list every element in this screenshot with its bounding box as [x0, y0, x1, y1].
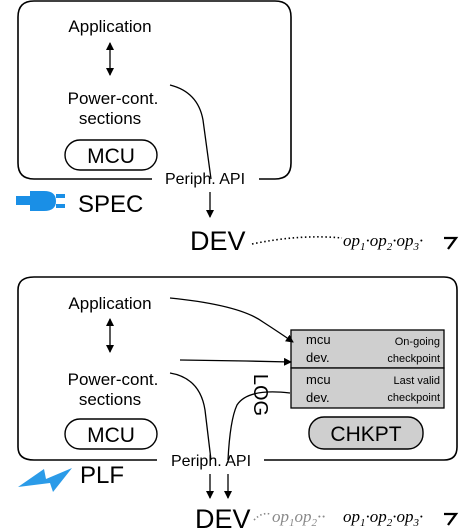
checkpoint-last-desc2: checkpoint — [387, 392, 440, 404]
spec-mode-label: SPEC — [78, 191, 143, 218]
plf-periph-api-label: Periph. API — [171, 453, 251, 470]
plf-trace-dotted-curve — [253, 512, 271, 521]
checkpoint-last-mcu: mcu — [306, 372, 331, 387]
plf-trace-end-icon — [444, 512, 459, 526]
checkpoint-ongoing-dev: dev. — [306, 350, 330, 365]
checkpoint-last-desc1: Last valid — [394, 375, 440, 387]
plf-power-to-ongoing-arrow — [179, 357, 292, 366]
spec-periph-api-label: Periph. API — [165, 171, 245, 188]
plf-application-label: Application — [68, 294, 151, 313]
plf-mcu-label: MCU — [87, 424, 135, 447]
checkpoint-ongoing-desc2: checkpoint — [387, 353, 440, 365]
plf-panel: Application Power-cont. sections MCU mcu… — [17, 276, 459, 531]
plf-mcu-box — [64, 418, 158, 450]
plf-panel-frame — [17, 276, 458, 461]
spec-panel: Application Power-cont. sections MCU Per… — [16, 0, 459, 256]
spec-device-label: DEV — [190, 226, 246, 256]
plf-power-to-api-line — [169, 372, 212, 461]
plf-last-valid-to-api-line — [227, 391, 291, 461]
plf-mode-label: PLF — [80, 462, 124, 489]
spec-mcu-label: MCU — [87, 145, 135, 168]
checkpoint-ongoing-desc1: On-going — [395, 336, 440, 348]
spec-panel-frame — [17, 0, 292, 180]
spec-trace-ops: op1·op2·op3· — [343, 231, 423, 253]
plf-chkpt-box — [308, 416, 424, 450]
spec-application-label: Application — [68, 17, 151, 36]
plf-app-to-ongoing-arrow — [169, 297, 294, 343]
checkpoint-last-valid-box — [290, 367, 445, 409]
lightning-bolt-icon — [18, 468, 72, 492]
power-plug-icon — [16, 191, 65, 211]
checkpoint-ongoing: mcu dev. On-going checkpoint — [290, 329, 445, 369]
plf-trace-ops: op1·op2·op3· — [343, 507, 423, 529]
spec-power-line2: sections — [79, 109, 141, 128]
spec-trace-dotted-curve — [251, 236, 343, 245]
checkpoint-ongoing-mcu: mcu — [306, 332, 331, 347]
checkpoint-last-valid: mcu dev. Last valid checkpoint — [290, 367, 445, 409]
plf-trace-replayed: op1op2·· — [272, 507, 326, 529]
checkpoint-last-dev: dev. — [306, 390, 330, 405]
spec-mcu-box — [64, 139, 158, 171]
plf-power-line1: Power-cont. — [68, 370, 159, 389]
spec-power-to-api-line — [169, 84, 212, 180]
plf-power-line2: sections — [79, 390, 141, 409]
spec-trace-end-icon — [444, 236, 459, 250]
plf-log-label: LOG — [249, 374, 271, 416]
spec-power-line1: Power-cont. — [68, 89, 159, 108]
plf-device-label: DEV — [195, 504, 251, 531]
plf-chkpt-label: CHKPT — [330, 423, 401, 446]
